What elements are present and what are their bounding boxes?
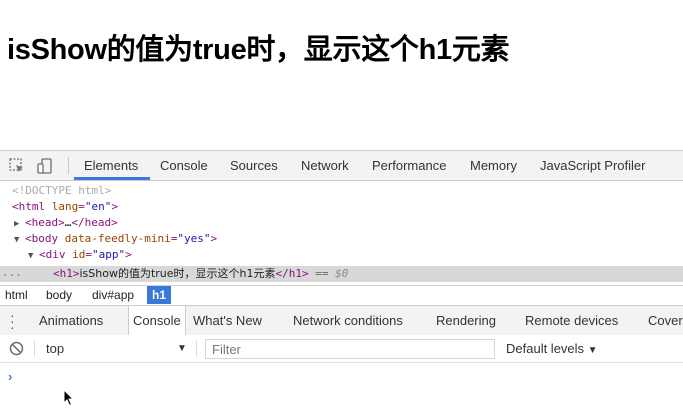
inspect-element-icon[interactable] [8,157,26,175]
collapse-triangle-icon[interactable]: ▼ [14,235,20,245]
drawer-tabbar: ··· Animations Console What's New Networ… [0,305,683,336]
drawer-tab-coverage[interactable]: Cover [648,313,683,328]
elements-tree: <!DOCTYPE html> <html lang="en"> ▶<head>… [0,181,683,285]
mouse-cursor-icon [63,388,75,412]
breadcrumb-div-app[interactable]: div#app [92,288,135,302]
more-options-dots[interactable]: ... [2,266,22,279]
breadcrumb-body[interactable]: body [46,288,73,302]
tab-memory[interactable]: Memory [470,158,517,173]
drawer-menu-icon[interactable]: ··· [10,307,15,335]
drawer-tab-rendering[interactable]: Rendering [436,313,496,328]
collapse-triangle-icon[interactable]: ▼ [28,251,34,261]
toolbar-divider [68,157,69,174]
breadcrumb-html[interactable]: html [5,288,28,302]
dropdown-arrow-icon: ▼ [587,345,598,356]
console-toolbar: top ▼ Default levels ▼ [0,335,683,363]
breadcrumb: html body div#app h1 [0,285,683,304]
context-selector[interactable]: top [46,341,65,356]
console-prompt[interactable]: › [8,369,13,384]
toolbar-divider [34,340,35,357]
tab-elements[interactable]: Elements [84,158,139,173]
dropdown-arrow-icon[interactable]: ▼ [177,343,187,354]
tab-network[interactable]: Network [301,158,349,173]
body-node[interactable]: ▼<body data-feedly-mini="yes"> [14,231,217,247]
devtools-panel: Elements Console Sources Network Perform… [0,150,683,416]
filter-input[interactable] [205,339,495,359]
div-app-node[interactable]: ▼<div id="app"> [28,247,132,263]
h1-node[interactable]: <h1>isShow的值为true时，显示这个h1元素</h1> == $0 [53,267,349,280]
head-node[interactable]: ▶<head>…</head> [14,215,118,231]
expand-triangle-icon[interactable]: ▶ [14,219,20,229]
tab-javascript-profiler[interactable]: JavaScript Profiler [540,158,646,173]
drawer-tab-whats-new[interactable]: What's New [193,313,262,328]
tab-performance[interactable]: Performance [372,158,447,173]
doctype-node[interactable]: <!DOCTYPE html> [12,184,112,197]
page-viewport: isShow的值为true时，显示这个h1元素 [0,0,683,150]
selected-node-highlight [0,266,683,282]
toolbar-divider [196,340,197,357]
drawer-tab-network-conditions[interactable]: Network conditions [293,313,403,328]
drawer-tab-animations[interactable]: Animations [39,313,104,328]
devtools-toolbar: Elements Console Sources Network Perform… [0,151,683,181]
tab-sources[interactable]: Sources [230,158,278,173]
log-levels-dropdown[interactable]: Default levels ▼ [506,341,598,356]
active-tab-indicator [74,177,150,180]
drawer-tab-remote-devices[interactable]: Remote devices [525,313,619,328]
tab-console[interactable]: Console [160,158,208,173]
breadcrumb-h1[interactable]: h1 [147,286,172,304]
html-node[interactable]: <html lang="en"> [12,200,118,213]
drawer-tab-console[interactable]: Console [128,306,186,335]
page-heading: isShow的值为true时，显示这个h1元素 [7,34,510,66]
clear-console-icon[interactable] [9,341,24,359]
device-toolbar-icon[interactable] [36,157,54,175]
